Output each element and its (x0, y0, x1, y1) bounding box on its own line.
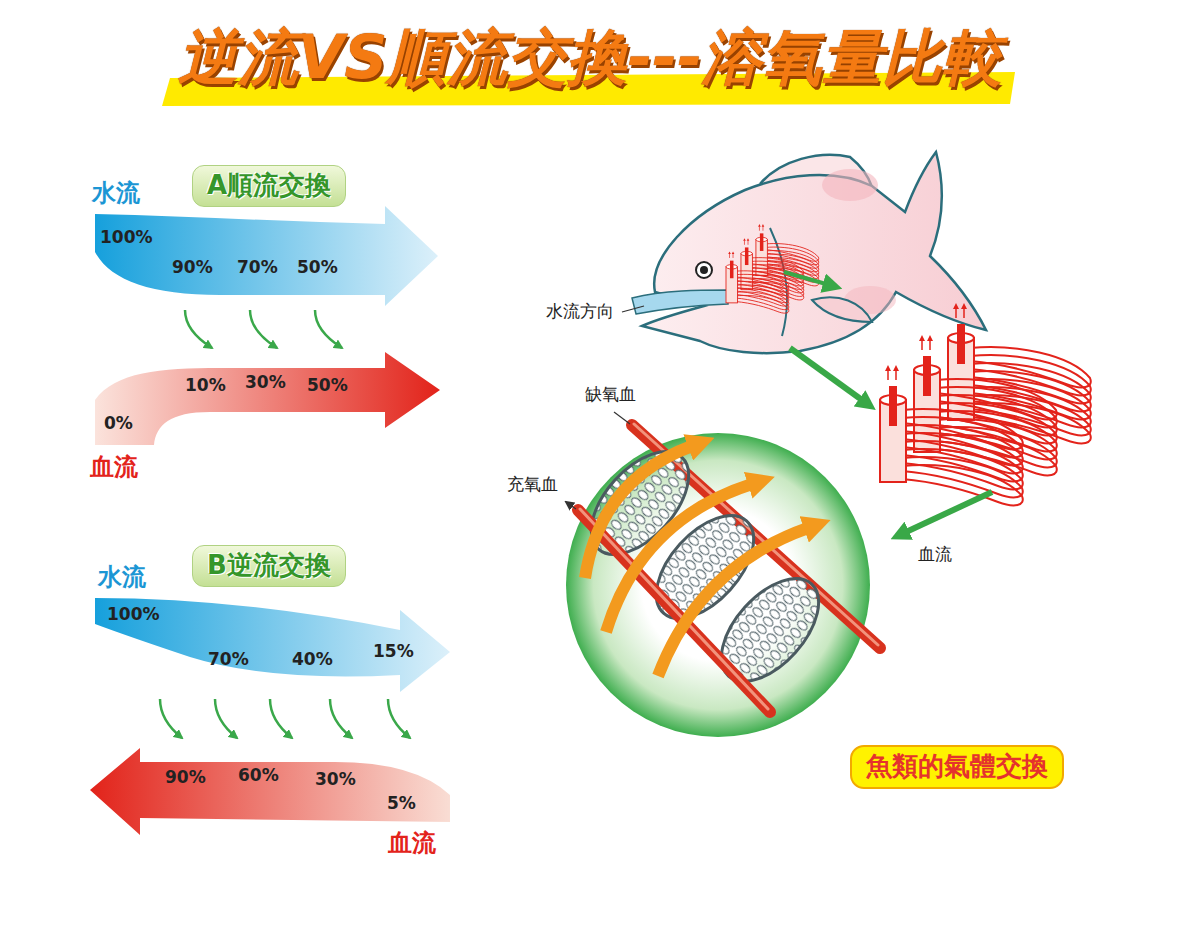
arrow-outline (95, 352, 440, 445)
percentage: 70% (237, 258, 278, 278)
arrow-shape (90, 350, 450, 485)
section-badge: B逆流交換 (192, 545, 346, 587)
percentage: 100% (107, 605, 160, 625)
arrow-outline (95, 206, 438, 306)
percentage: 60% (238, 766, 279, 786)
vessel-label: 充氧血 (507, 475, 558, 495)
water-flow-arrow (606, 484, 752, 632)
badge-text: B逆流交換 (207, 551, 331, 581)
water-direction (632, 290, 728, 314)
fish-blush (822, 169, 878, 201)
water-direction-label: 水流方向 (546, 302, 614, 322)
fish-gills (726, 224, 819, 313)
flow-connector (330, 699, 352, 738)
flow-connector (215, 699, 237, 738)
fish-pupil (700, 266, 708, 274)
fish-eye (696, 262, 712, 278)
title: 逆流VS順流交換---溶氧量比較 (178, 24, 1002, 90)
flow-name: 血流 (90, 454, 138, 482)
vessel-label: 缺氧血 (585, 385, 636, 405)
leader-line (622, 306, 644, 312)
percentage: 15% (373, 642, 414, 662)
zoom-arrow (906, 492, 992, 532)
badge-text: A順流交換 (207, 171, 331, 201)
flow-connector (388, 699, 410, 738)
arrow-outline (90, 748, 450, 835)
flow-name: 水流 (92, 180, 140, 208)
flow-name: 血流 (388, 830, 436, 858)
water-flow-arrow (658, 528, 808, 676)
flow-connector (250, 310, 277, 348)
blood-flow-label: 血流 (918, 545, 952, 565)
percentage: 10% (185, 376, 226, 396)
percentage: 40% (292, 650, 333, 670)
flow-name: 水流 (98, 564, 146, 592)
fish-body (642, 152, 986, 353)
blood-flow-band: 0% 10% 30% 50% 血流 (90, 350, 450, 485)
gill-filaments (880, 303, 1091, 505)
caption-badge: 魚類的氣體交換 (850, 745, 1064, 789)
percentage: 90% (172, 258, 213, 278)
section-badge: A順流交換 (192, 165, 346, 207)
percentage: 90% (165, 768, 206, 788)
percentage: 50% (307, 376, 348, 396)
flow-connector (270, 699, 292, 738)
badge-text: 魚類的氣體交換 (866, 752, 1048, 782)
oxygenated-vessel (578, 510, 770, 712)
blood-flow-band: 90% 60% 30% 5% 血流 (85, 740, 455, 858)
percentage: 5% (387, 794, 416, 814)
percentage: 30% (245, 373, 286, 393)
percentage: 50% (297, 258, 338, 278)
flow-connector (160, 699, 182, 738)
zoom-arrow (784, 272, 826, 284)
water-flow-band: 水流 100% 70% 40% 15% (90, 562, 455, 697)
zoom-circle (566, 433, 870, 737)
percentage: 100% (100, 228, 153, 248)
leader-line (566, 502, 576, 509)
flow-connector (315, 310, 342, 348)
percentage: 0% (104, 414, 133, 434)
arrow-outline (95, 598, 450, 692)
leader-line (614, 412, 630, 424)
percentage: 70% (208, 650, 249, 670)
water-flow-band: 水流 100% 90% 70% 50% (90, 180, 450, 308)
zoom-arrow (790, 348, 862, 400)
percentage: 30% (315, 770, 356, 790)
flow-connector (185, 310, 212, 348)
pectoral-fin (812, 297, 872, 322)
